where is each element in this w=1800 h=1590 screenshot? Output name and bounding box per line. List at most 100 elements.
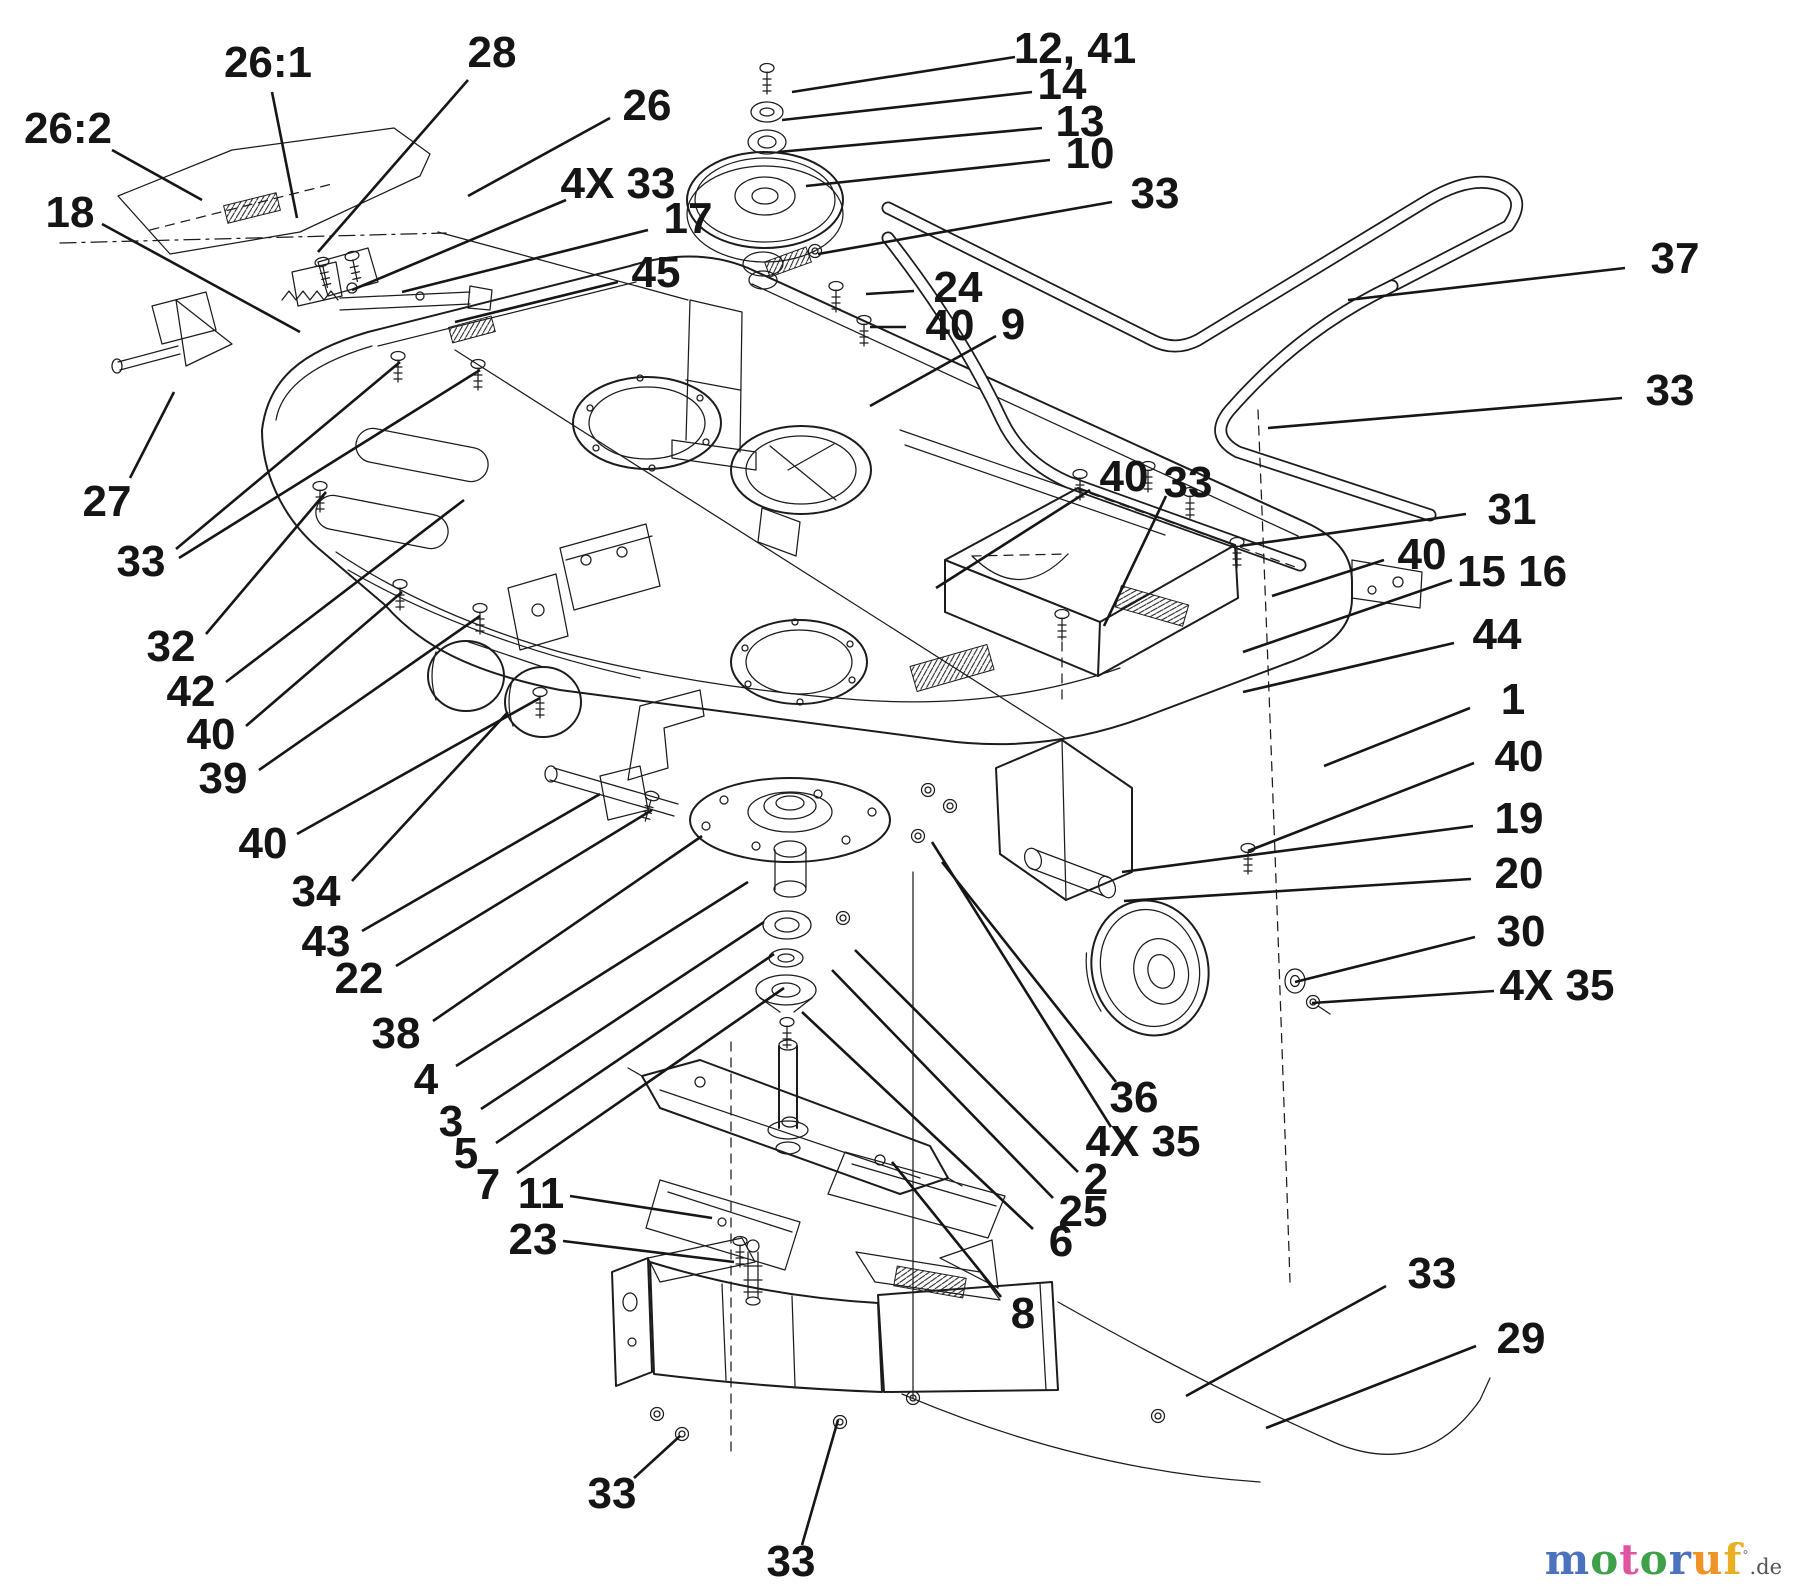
callout-40: 40 [187,710,236,759]
exploded-parts-drawing [59,62,1524,1483]
side-bracket [1351,559,1423,609]
watermark-logo: motoruf°.de [1545,1535,1782,1584]
discharge-chute [611,1235,1491,1483]
leader-6 [801,1011,1034,1230]
leader-36 [940,861,1118,1083]
leader-45 [454,280,619,324]
leader-26:1 [270,91,299,219]
callout-8: 8 [1011,1289,1035,1338]
callout-45: 45 [632,248,681,297]
leader-26 [467,116,611,198]
callout-24: 24 [934,263,983,312]
leader-8 [890,1161,1003,1298]
callout-34: 34 [292,867,341,916]
callout-13: 13 [1056,97,1105,146]
blade-assembly [627,1059,1006,1306]
callout-33: 33 [767,1537,816,1586]
leader-2 [854,949,1079,1173]
spindle-flange [689,777,891,863]
rod-27 [117,345,181,371]
leader-5 [495,952,775,1145]
callout-28: 28 [468,28,517,77]
leader-43 [361,792,601,933]
top-cover-plate [59,127,447,255]
watermark-letter: r [1668,1535,1692,1584]
callout-40: 40 [1100,452,1149,501]
leader-33 [178,368,481,560]
leader-30 [1294,935,1476,984]
leader-22 [395,808,653,968]
leader-17 [401,228,649,294]
callout-10: 10 [1066,129,1115,178]
callout-4X 33: 4X 33 [561,159,676,208]
leader-7 [516,986,785,1175]
leader-33 [817,200,1113,256]
leader-24 [865,289,915,296]
leader-9 [869,334,997,408]
leader-29 [1265,1344,1477,1430]
callout-18: 18 [46,188,95,237]
callout-23: 23 [509,1215,558,1264]
watermark-letter: o [1590,1535,1620,1584]
callout-30: 30 [1497,907,1546,956]
watermark-letter: u [1691,1535,1724,1584]
callout-40: 40 [1495,732,1544,781]
callout-15 16: 15 16 [1457,547,1567,596]
callout-33: 33 [588,1469,637,1518]
callout-39: 39 [199,754,248,803]
leader-26:2 [111,148,203,202]
axle [1029,849,1111,897]
washer-30 [1284,968,1306,994]
callout-40: 40 [239,819,288,868]
callout-43: 43 [302,917,351,966]
watermark-suffix: .de [1749,1555,1782,1579]
leader-19 [1121,824,1474,874]
spindle-tower [685,299,743,453]
callout-37: 37 [1651,234,1700,283]
callout-20: 20 [1495,849,1544,898]
mulch-plate-left [645,1179,801,1271]
spindle-assembly [689,777,891,1155]
leader-33 [175,361,401,550]
callout-42: 42 [167,667,216,716]
spindle-opening-left [572,374,722,472]
deck-body [261,247,1423,781]
leader-33 [633,1435,681,1479]
callout-38: 38 [372,1009,421,1058]
leader-33 [800,1419,840,1546]
leader-3 [480,920,765,1111]
leader-18 [101,222,301,334]
roller-assembly [427,640,679,824]
leader-38 [432,834,703,1023]
leader-27 [128,391,176,479]
leader-40 [935,488,1091,590]
watermark-letter: o [1639,1535,1669,1584]
watermark-letter: m [1544,1535,1591,1584]
watermark-reg: ° [1742,1548,1750,1562]
callout-7: 7 [476,1160,500,1209]
caster-wheel [1085,899,1210,1037]
leader-44 [1242,641,1455,694]
mulch-plate-right [827,1151,1006,1239]
leader-33 [1267,396,1623,430]
leader-28 [317,79,469,253]
spring-coil [281,290,339,301]
callout-33: 33 [1131,169,1180,218]
leader-1 [1323,706,1471,768]
leader-40 [1247,761,1475,853]
leader-12, 41 [791,55,1016,94]
leader-39 [258,614,481,772]
gusset-triangle [175,299,233,367]
watermark-letter: t [1619,1535,1640,1584]
callout-33: 33 [1646,366,1695,415]
fasteners [312,243,1256,1442]
callout-1: 1 [1501,675,1525,724]
slinger [755,974,817,1006]
callout-25: 25 [1059,1187,1108,1236]
callout-26:1: 26:1 [224,38,312,87]
l-bracket [627,689,705,781]
spindle-shaft [778,1045,798,1129]
callout-4X 35: 4X 35 [1086,1117,1201,1166]
